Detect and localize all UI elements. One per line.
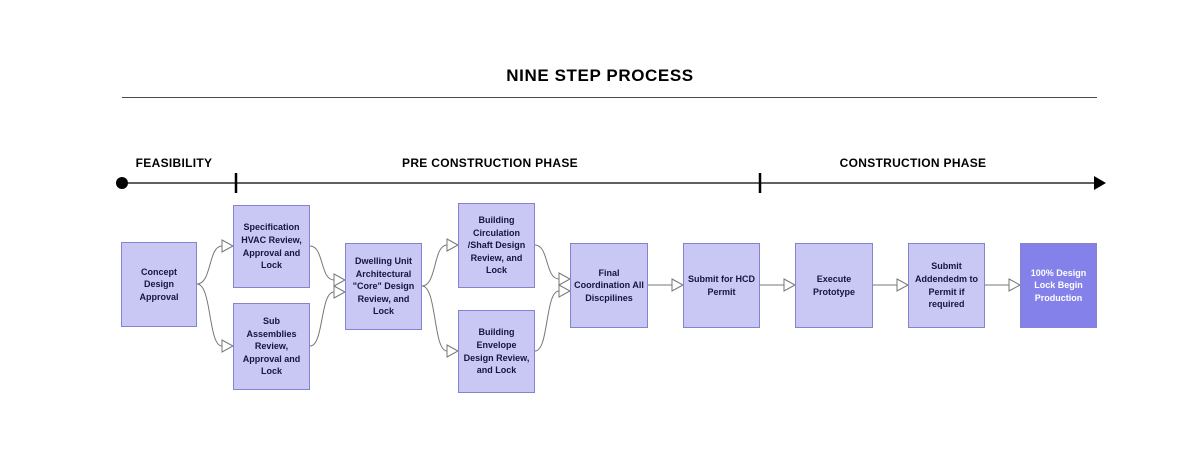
step-box-final-coordination: Final Coordination All Discpilines [570,243,648,328]
step-box-specification-hvac-review: Specification HVAC Review, Approval and … [233,205,310,288]
step-box-submit-addendum: Submit Addendedm to Permit if required [908,243,985,328]
step-box-sub-assemblies-review: Sub Assemblies Review, Approval and Lock [233,303,310,390]
connector-seq-4 [985,278,1022,292]
step-box-dwelling-unit-core-design: Dwelling Unit Architectural "Core" Desig… [345,243,422,330]
arrowhead-icon [1008,278,1022,292]
connector-merge-1 [309,245,347,347]
timeline-end-arrow-icon [1094,176,1106,190]
arrowhead-icon [783,278,797,292]
arrowhead-icon [333,273,347,287]
arrowhead-icon [221,239,235,253]
connector-fork-1 [196,239,235,353]
arrowhead-icon [896,278,910,292]
arrowhead-icon [333,285,347,299]
step-box-design-lock-production: 100% Design Lock Begin Production [1020,243,1097,328]
connector-seq-1 [648,278,685,292]
arrowhead-icon [221,339,235,353]
diagram-title: NINE STEP PROCESS [506,66,694,85]
arrowhead-icon [446,238,460,252]
step-box-building-circulation-shaft: Building Circulation /Shaft Design Revie… [458,203,535,288]
step-box-building-envelope: Building Envelope Design Review, and Loc… [458,310,535,393]
connector-fork-2 [421,238,460,358]
arrowhead-icon [446,344,460,358]
connector-merge-2 [534,244,572,352]
phase-label-pre-construction: PRE CONSTRUCTION PHASE [402,156,578,170]
timeline-start-dot [116,177,128,189]
connector-seq-2 [760,278,797,292]
step-box-concept-design-approval: Concept Design Approval [121,242,197,327]
title-underline [122,97,1097,98]
arrowhead-icon [671,278,685,292]
step-box-execute-prototype: Execute Prototype [795,243,873,328]
connector-seq-3 [873,278,910,292]
arrowhead-icon [558,272,572,286]
step-box-submit-hcd-permit: Submit for HCD Permit [683,243,760,328]
phase-label-construction: CONSTRUCTION PHASE [839,156,987,170]
arrowhead-icon [558,284,572,298]
timeline-axis [116,173,1106,193]
phase-label-feasibility: FEASIBILITY [135,156,213,170]
